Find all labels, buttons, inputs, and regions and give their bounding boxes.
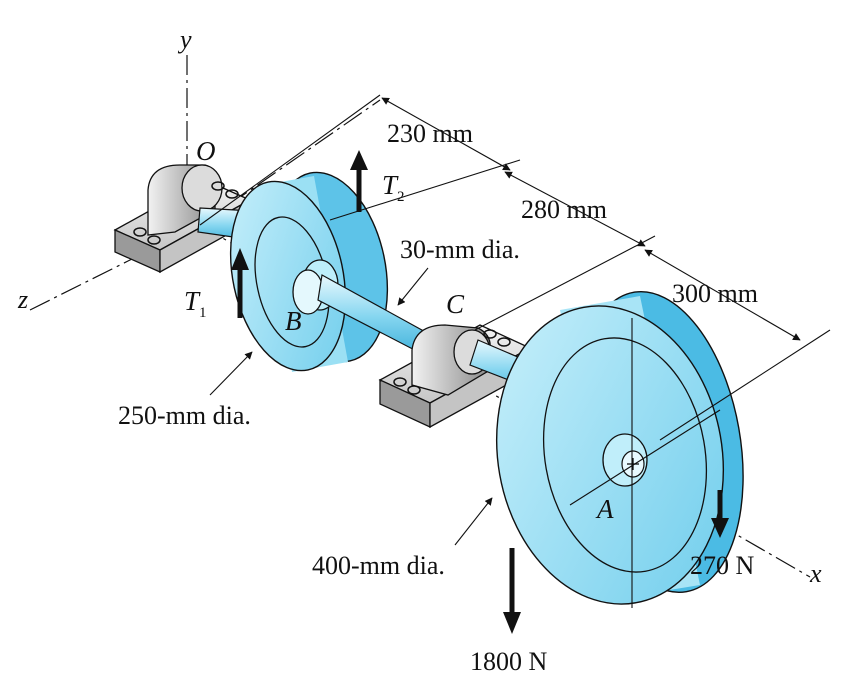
point-a-label: A	[595, 494, 614, 524]
bearing-o-hole-3	[211, 181, 225, 191]
force-1800-arrowhead	[503, 612, 521, 634]
dim-line-300	[644, 249, 801, 341]
force-arrows	[231, 150, 729, 634]
gear-a-inner	[542, 337, 708, 573]
shaft-dia-label: 30-mm dia.	[400, 235, 520, 264]
point-b-label: B	[285, 306, 302, 336]
gear-a-diagonal-centerline	[569, 409, 721, 506]
leader-gear-dia	[454, 497, 493, 546]
bearing-o-bore	[181, 164, 223, 212]
bearing-c-hole-3	[483, 329, 497, 339]
bearing-c-hole-1	[393, 377, 407, 387]
bearing-o	[113, 164, 252, 274]
x-axis-label: x	[809, 559, 822, 588]
t1-arrowhead	[231, 248, 249, 270]
bearing-c-hole-2	[407, 385, 421, 395]
bearing-o-hole-2	[147, 235, 161, 245]
ext-line-4	[659, 329, 831, 441]
y-axis-label: y	[177, 25, 192, 54]
bearing-o-hole-1	[133, 227, 147, 237]
point-c-label: C	[446, 289, 465, 319]
t2-label: T2	[382, 170, 405, 205]
dimension-lines	[199, 94, 831, 546]
dim-280-label: 280 mm	[521, 195, 607, 224]
t2-arrowhead	[350, 150, 368, 170]
force-1800-label: 1800 N	[470, 647, 548, 676]
leader-pulley-dia	[209, 351, 253, 396]
force-270-label: 270 N	[690, 551, 755, 580]
pulley-dia-label: 250-mm dia.	[118, 401, 251, 430]
dim-line-280	[504, 171, 646, 247]
gear-dia-label: 400-mm dia.	[312, 551, 445, 580]
ext-line-3	[474, 235, 656, 331]
labels: y z x O B C A T2 T1 230 mm 280 mm 300 mm…	[17, 25, 822, 676]
bearing-o-hole-4	[225, 189, 239, 199]
leader-shaft-dia	[397, 267, 429, 306]
dim-230-label: 230 mm	[387, 119, 473, 148]
ext-line-1	[199, 94, 381, 226]
pulley-b-face	[229, 180, 347, 372]
bearing-c-hole-4	[497, 337, 511, 347]
dim-line-230	[381, 97, 511, 171]
gear-a	[495, 290, 744, 608]
point-o-label: O	[196, 136, 216, 166]
t1-label: T1	[184, 286, 207, 321]
z-axis-label: z	[17, 285, 28, 314]
dim-300-label: 300 mm	[672, 279, 758, 308]
force-270-arrowhead	[711, 518, 729, 538]
